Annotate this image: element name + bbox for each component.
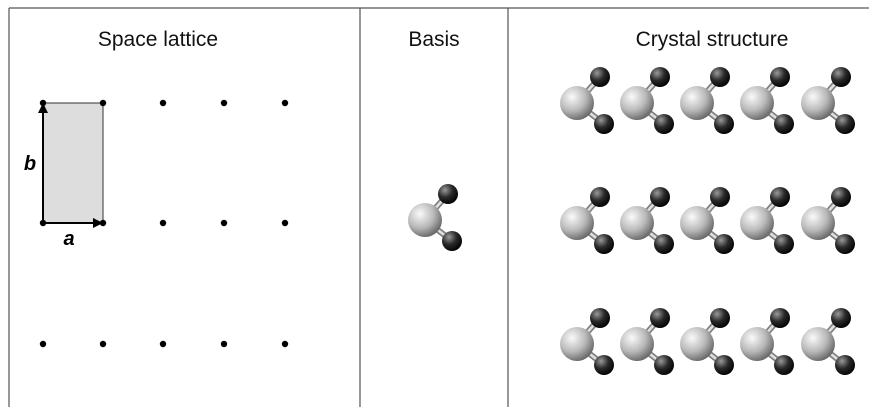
lattice-point xyxy=(159,340,167,348)
large-atom xyxy=(560,327,594,361)
large-atom xyxy=(680,206,714,240)
small-atom xyxy=(654,234,674,254)
small-atom xyxy=(650,187,670,207)
lattice-point xyxy=(99,340,107,348)
small-atom xyxy=(650,67,670,87)
large-atom xyxy=(801,86,835,120)
space-lattice-panel: a b xyxy=(24,99,289,348)
small-atom xyxy=(835,114,855,134)
small-atom xyxy=(714,234,734,254)
vector-b-label: b xyxy=(24,153,36,175)
small-atom xyxy=(710,308,730,328)
crystal-structure-molecules xyxy=(560,67,855,375)
small-atom xyxy=(438,184,458,204)
space-lattice-title: Space lattice xyxy=(98,28,218,51)
unit-cell xyxy=(42,102,104,224)
small-atom xyxy=(650,308,670,328)
molecule xyxy=(680,187,734,254)
large-atom xyxy=(560,206,594,240)
large-atom xyxy=(680,327,714,361)
small-atom xyxy=(654,355,674,375)
small-atom xyxy=(442,231,462,251)
vector-a-label: a xyxy=(63,228,74,250)
large-atom xyxy=(740,206,774,240)
lattice-point xyxy=(39,99,47,107)
lattice-point xyxy=(39,219,47,227)
molecule xyxy=(801,308,855,375)
large-atom xyxy=(620,206,654,240)
lattice-point xyxy=(159,219,167,227)
molecule xyxy=(560,67,614,134)
molecule xyxy=(620,308,674,375)
lattice-point xyxy=(220,219,228,227)
molecule xyxy=(680,308,734,375)
lattice-point xyxy=(99,219,107,227)
small-atom xyxy=(835,355,855,375)
lattice-point xyxy=(220,99,228,107)
large-atom xyxy=(620,86,654,120)
small-atom xyxy=(831,67,851,87)
molecule xyxy=(620,67,674,134)
small-atom xyxy=(774,114,794,134)
large-atom xyxy=(740,86,774,120)
large-atom xyxy=(740,327,774,361)
lattice-point xyxy=(281,340,289,348)
crystal-structure-title: Crystal structure xyxy=(636,28,789,51)
small-atom xyxy=(594,234,614,254)
small-atom xyxy=(770,308,790,328)
small-atom xyxy=(774,234,794,254)
molecule xyxy=(740,308,794,375)
small-atom xyxy=(831,187,851,207)
large-atom xyxy=(680,86,714,120)
basis-molecule xyxy=(408,184,462,251)
small-atom xyxy=(770,187,790,207)
large-atom xyxy=(408,203,442,237)
small-atom xyxy=(590,187,610,207)
small-atom xyxy=(594,355,614,375)
lattice-point xyxy=(281,99,289,107)
small-atom xyxy=(590,67,610,87)
large-atom xyxy=(560,86,594,120)
small-atom xyxy=(654,114,674,134)
large-atom xyxy=(801,327,835,361)
lattice-point xyxy=(99,99,107,107)
lattice-points xyxy=(39,99,289,348)
molecule xyxy=(560,187,614,254)
small-atom xyxy=(774,355,794,375)
molecule xyxy=(801,67,855,134)
panel-frame xyxy=(8,7,869,407)
basis-title: Basis xyxy=(408,28,459,51)
molecule xyxy=(801,187,855,254)
lattice-point xyxy=(159,99,167,107)
lattice-point xyxy=(281,219,289,227)
molecule xyxy=(740,187,794,254)
large-atom xyxy=(620,327,654,361)
small-atom xyxy=(831,308,851,328)
small-atom xyxy=(594,114,614,134)
molecule xyxy=(740,67,794,134)
small-atom xyxy=(714,355,734,375)
lattice-point xyxy=(220,340,228,348)
small-atom xyxy=(710,187,730,207)
large-atom xyxy=(801,206,835,240)
molecule xyxy=(680,67,734,134)
small-atom xyxy=(590,308,610,328)
lattice-point xyxy=(39,340,47,348)
molecule xyxy=(408,184,462,251)
small-atom xyxy=(835,234,855,254)
small-atom xyxy=(710,67,730,87)
molecule xyxy=(560,308,614,375)
small-atom xyxy=(714,114,734,134)
molecule xyxy=(620,187,674,254)
small-atom xyxy=(770,67,790,87)
